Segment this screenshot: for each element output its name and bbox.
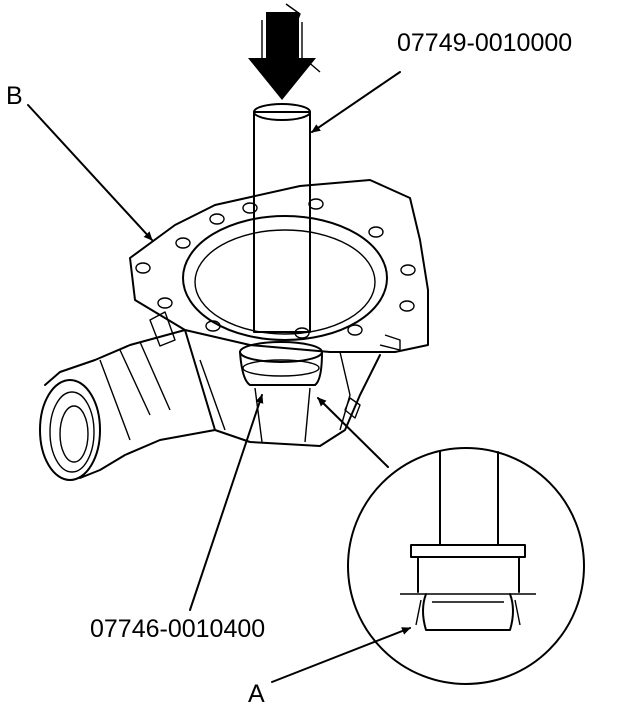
installer-part-number: 07749-0010000	[397, 29, 572, 57]
seal-callout-a: A	[248, 680, 265, 708]
housing-callout-b: B	[6, 82, 23, 110]
flange-bolt-holes	[135, 198, 416, 339]
housing-illustration	[39, 179, 429, 481]
attachment-part-number: 07746-0010400	[90, 615, 265, 643]
leader-lines	[27, 71, 411, 683]
down-arrow-icon	[248, 3, 321, 100]
driver-handle-tool	[253, 103, 311, 333]
magnifier-circle-icon	[347, 447, 585, 685]
